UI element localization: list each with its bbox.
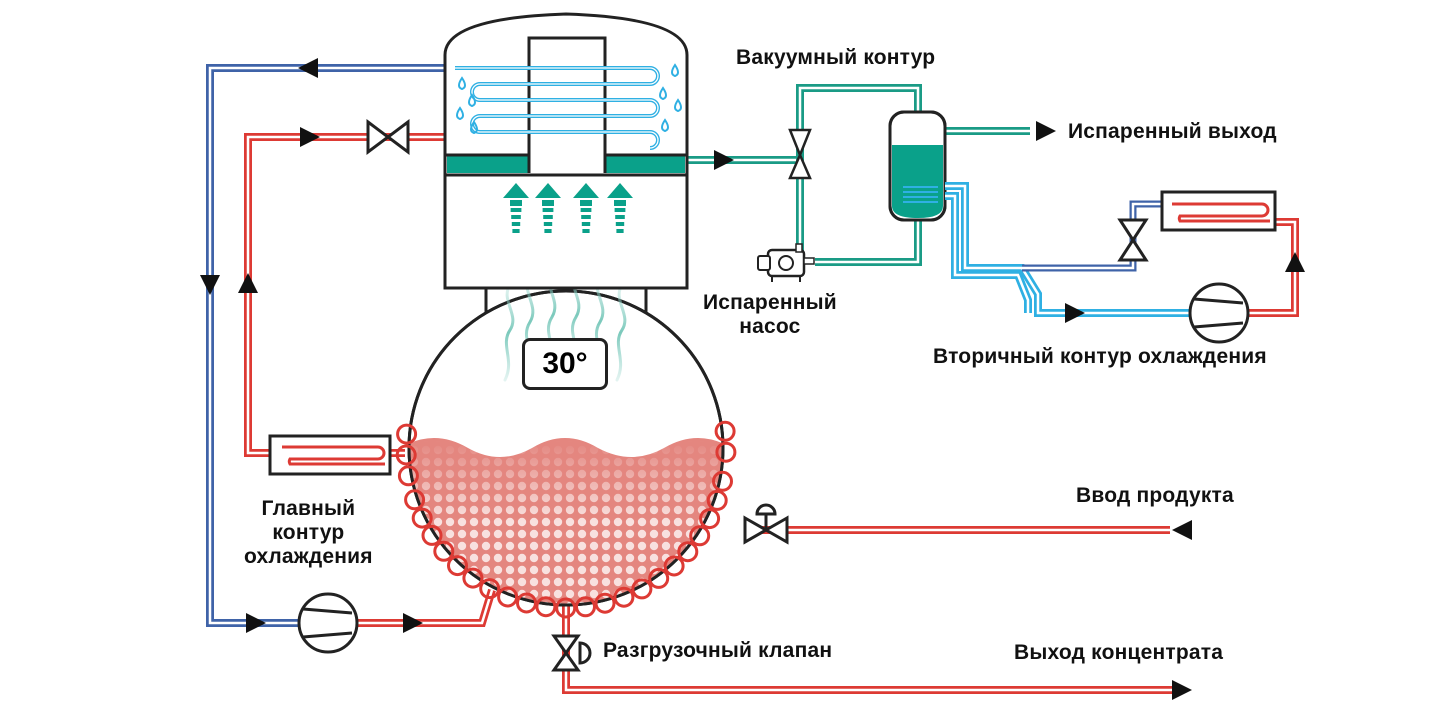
- coil-loop: [712, 470, 733, 492]
- coil-loop: [699, 508, 721, 530]
- temperature-display: 30°: [522, 338, 608, 390]
- coil-loop: [421, 524, 443, 546]
- vapor-arrow: [503, 183, 529, 233]
- evaporated-pump-label: Испаренный насос: [703, 291, 837, 338]
- main-cooling-hot-line: [244, 133, 496, 627]
- coil-loop: [462, 567, 484, 589]
- vacuum-circuit-label: Вакуумный контур: [736, 46, 936, 69]
- concentrate-output-label: Выход концентрата: [1014, 641, 1224, 664]
- coil-loop: [631, 578, 653, 600]
- coil-loop: [594, 592, 616, 614]
- coil-loop: [535, 596, 557, 618]
- coil-loop: [706, 489, 728, 511]
- product-input-label: Ввод продукта: [1076, 484, 1234, 507]
- coil-loop: [396, 423, 418, 445]
- discharge-valve-icon[interactable]: [551, 634, 592, 672]
- vapor-arrow: [573, 183, 599, 233]
- separator-vessel: [888, 110, 947, 222]
- secondary-heat-exchanger-icon: [1160, 190, 1277, 232]
- droplet-icon: [456, 63, 682, 135]
- flow-arrow-icon: [714, 121, 1305, 323]
- flow-arrow-icon: [200, 58, 423, 633]
- coil-loop: [433, 540, 455, 562]
- main-heat-exchanger-icon: [268, 434, 392, 476]
- product-input-valve-icon[interactable]: [743, 503, 789, 545]
- coil-loop: [714, 420, 736, 442]
- vacuum-valve-icon[interactable]: [788, 128, 812, 180]
- main-hot-valve-icon[interactable]: [366, 119, 410, 155]
- coil-loop: [411, 507, 433, 529]
- coil-loop: [447, 555, 468, 577]
- coil-loop: [677, 541, 699, 563]
- coil-loop: [404, 489, 426, 511]
- coil-loop: [663, 555, 685, 577]
- evaporated-output-label: Испаренный выход: [1068, 120, 1277, 143]
- coil-loop: [689, 525, 711, 547]
- heating-jacket-coils: [395, 420, 737, 619]
- evaporated-pump-icon[interactable]: [757, 243, 815, 282]
- flow-arrow-icon: [1172, 520, 1192, 700]
- coil-loop: [397, 465, 419, 487]
- vacuum-circuit-line: [688, 84, 1030, 266]
- coil-loop: [497, 586, 519, 608]
- main-cooling-pump-icon[interactable]: [297, 592, 359, 654]
- coil-loop: [715, 441, 737, 463]
- coil-loop: [516, 592, 537, 614]
- vapor-arrow: [535, 183, 561, 233]
- concentrate-output-line: [562, 605, 1172, 694]
- secondary-cooling-label: Вторичный контур охлаждения: [933, 345, 1267, 368]
- coil-loop: [555, 597, 577, 619]
- condenser-vessel: [443, 12, 689, 290]
- discharge-valve-label: Разгрузочный клапан: [603, 639, 833, 662]
- coil-loop: [648, 567, 670, 589]
- secondary-valve-icon[interactable]: [1117, 218, 1149, 262]
- main-cooling-label: Главный контур охлаждения: [244, 497, 373, 568]
- coil-loop: [613, 586, 635, 608]
- coil-loop: [479, 578, 501, 600]
- coil-loop: [395, 444, 417, 466]
- vapor-arrow: [607, 183, 633, 233]
- vapor-arrow-icon: [503, 183, 633, 233]
- coil-loop: [575, 596, 596, 618]
- secondary-pump-icon[interactable]: [1188, 282, 1250, 344]
